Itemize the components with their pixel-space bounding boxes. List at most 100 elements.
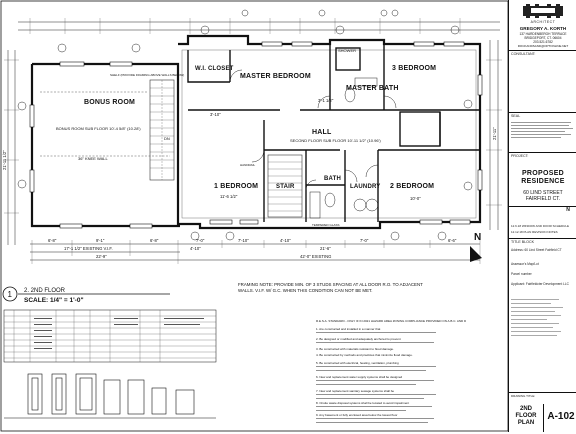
dim-ex1: 17'-1 1/2" EXISTING V.I.F.	[64, 246, 113, 251]
window-schedule	[3, 309, 217, 419]
note-7: 7. New and replacement sanitary sewage s…	[316, 389, 394, 393]
dim-m4: 10'-0"	[410, 196, 421, 201]
note-2: 2. Be designed or modified and adequatel…	[316, 337, 401, 341]
dim-m3: 3'-1 1/2"	[318, 98, 334, 103]
framing-note: FRAMING NOTE: PROVIDE MIN. OF 3 STUDS SP…	[238, 282, 423, 293]
wi-closet-label: W.I. CLOSET	[195, 66, 234, 72]
note-5: 5. Be constructed with electrical, heati…	[316, 361, 399, 365]
note-9: 9. Any basement or fully enclosed area b…	[316, 413, 397, 417]
project-title: PROPOSED RESIDENCE	[521, 170, 565, 185]
note-8: 8. Onsite waste disposal systems shall b…	[316, 401, 409, 405]
tb-divider-3	[509, 152, 576, 153]
tb-divider-1	[509, 50, 576, 51]
handrail-label: HANDRAIL	[240, 163, 256, 167]
sheet-number: A-102	[543, 404, 576, 432]
view-title: 1 2. 2ND FLOOR SCALE: 1/4" = 1'-0"	[2, 286, 170, 304]
view-title-text: 2. 2ND FLOOR	[24, 288, 66, 294]
project-label: PROJECT:	[511, 154, 529, 158]
note-3: 3. Be constructed with materials resista…	[316, 347, 394, 351]
note-1: 1. Are constructed and installed in a ma…	[316, 327, 381, 331]
master-bedroom-label: MASTER BEDROOM	[240, 73, 311, 80]
note-4: 4. Be constructed by methods and practic…	[316, 353, 413, 357]
tb-divider-6	[509, 392, 576, 393]
architect-address-2: BRIDGEPORT, CT. 06604	[524, 36, 562, 40]
dim-ex2: 4'-10"	[190, 246, 201, 251]
section-markers	[17, 25, 473, 241]
top-dimension-chain	[18, 9, 500, 34]
dim-total1: 22'-9"	[96, 254, 107, 259]
hall-subfloor-note: SECOND FLOOR SUB FLOOR 10'-11 1/2" (10.9…	[290, 138, 381, 143]
architect-phone: 203.521.6782	[533, 40, 553, 44]
architect-label: ARCHITECT	[530, 20, 556, 24]
dim-m1: 11'-6 1/2"	[220, 194, 238, 199]
note-6: 6. New and replacement water supply syst…	[316, 375, 403, 379]
left-dimension-chain: 21'-11 1/2"	[2, 50, 19, 245]
stair-dn-label: DN	[164, 136, 170, 141]
title-block: ARCHITECT GREGORY A. KORTH 137 HARDENBER…	[508, 0, 576, 432]
tempered-glass-label: TEMPERED GLASS	[312, 223, 340, 227]
bonus-subfloor-note: BONUS ROOM SUB FLOOR 10'-4 5/8" (10.28')	[56, 126, 141, 131]
hall-label: HALL	[312, 129, 332, 136]
consultant-label: CONSULTANT:	[511, 52, 536, 56]
dim-d3: 6'-8"	[150, 238, 159, 243]
architect-logo	[523, 4, 563, 18]
north-arrow: N	[470, 232, 482, 262]
drawing-title-label: DRAWING TITLE:	[511, 394, 536, 398]
framing-note-box: FRAMING NOTE: PROVIDE MIN. OF 3 STUDS SP…	[238, 282, 423, 293]
door-swings	[229, 69, 397, 191]
stair-treads	[149, 79, 303, 218]
laundry-label: LAUNDRY	[350, 184, 381, 190]
dim-d2: 9'-1"	[96, 238, 105, 243]
dim-m2: 3'-10"	[210, 112, 221, 117]
dim-d4: 7'-0"	[196, 238, 205, 243]
dim-d5: 7'-10"	[238, 238, 249, 243]
revision-1: 12.6.18 WINDOW AND DOOR SCHEDULE	[511, 224, 570, 228]
tb-north: N	[566, 207, 570, 213]
architect-email: ROCKANDSAND@OPTONLINE.NET	[517, 44, 569, 48]
dim-d1: 6'-8"	[48, 238, 57, 243]
tb-divider-4	[509, 206, 576, 207]
bedroom-1-label: 1 BEDROOM	[214, 183, 258, 190]
revision-2: 12.12.18 PLAN REVISION NOTES	[511, 230, 558, 234]
bonus-room-label: BONUS ROOM	[84, 99, 135, 106]
stair-label: STAIR	[276, 184, 295, 190]
bedroom-2-label: 2 BEDROOM	[390, 183, 434, 190]
north-letter: N	[474, 232, 481, 243]
interior-dimensions: 11'-6 1/2" 3'-10" 3'-1 1/2" 10'-0"	[210, 98, 421, 201]
tb-divider-2	[509, 112, 576, 113]
windows	[29, 41, 483, 229]
seal-text-lines	[511, 120, 575, 140]
tb-divider-5	[509, 238, 576, 239]
knee-wall-note: 36" KNEE WALL	[78, 156, 109, 161]
tb-address: Address: 60 Lind Street Fairfield CT	[511, 248, 562, 252]
flood-notes: R.E.S.A. STANDARD - ONLY IF IN 2021 HAZA…	[316, 319, 467, 423]
dim-ex3: 21'-6"	[320, 246, 331, 251]
tb-assessor: Assessor's Map/Lot	[511, 262, 539, 266]
title-block-label: TITLE BLOCK	[511, 240, 534, 244]
master-bath-label: MASTER BATH	[346, 85, 399, 92]
dim-d7: 7'-0"	[360, 238, 369, 243]
view-scale-text: SCALE: 1/4" = 1'-0"	[24, 297, 84, 304]
dim-d8: 6'-6"	[448, 238, 457, 243]
left-dim-label: 21'-11 1/2"	[2, 150, 7, 170]
shelf-note: SHELF (PROVIDE FRAMING ABOVE WALLS BELOW…	[110, 73, 184, 77]
right-dim-label: 21'-11"	[492, 127, 497, 140]
rescheck-note: R.E.S.A. STANDARD - ONLY IF IN 2021 HAZA…	[316, 319, 467, 323]
dim-total2: 42'-0" EXISTING	[300, 254, 331, 259]
bedroom-3-label: 3 BEDROOM	[392, 65, 436, 72]
seal-label: SEAL	[511, 114, 521, 118]
shower-label: SHOWER	[338, 48, 356, 53]
room-labels: BONUS ROOM BONUS ROOM SUB FLOOR 10'-4 5/…	[56, 48, 436, 227]
right-dimension-chain: 21'-11"	[486, 40, 502, 230]
tb-applicant: Applicant: Fairfieldcter Development LLC	[511, 282, 569, 286]
tb-parcel: Parcel number	[511, 272, 532, 276]
architect-address-1: 137 HARDENBERGH TERRACE	[519, 32, 567, 36]
project-address: 60 LIND STREET FAIRFIELD CT.	[523, 190, 563, 202]
bottom-dimension-chain: 6'-8" 9'-1" 6'-8" 7'-0" 7'-10" 4'-10" 7'…	[30, 238, 481, 264]
interior-walls	[187, 44, 480, 222]
tb-detail-lines	[511, 296, 575, 339]
architect-name: GREGORY A. KORTH	[519, 26, 567, 31]
view-number: 1	[8, 290, 13, 299]
bath-fixtures	[309, 77, 379, 219]
